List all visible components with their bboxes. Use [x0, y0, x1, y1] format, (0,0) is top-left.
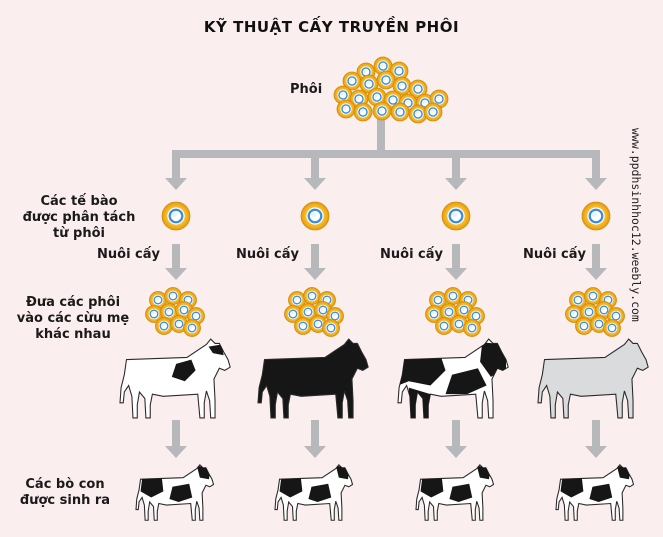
surrogate-cow-1 [119, 338, 231, 419]
embryo-cluster-2 [284, 287, 344, 337]
embryo-cell-19 [390, 102, 410, 122]
culture-arrow-2 [304, 244, 326, 280]
branch-arrow-3 [445, 154, 467, 190]
cluster-cell [444, 287, 462, 305]
cluster-cell [569, 291, 587, 309]
cluster-cell [164, 287, 182, 305]
birth-arrow-3 [445, 420, 467, 458]
cluster-cell [565, 305, 583, 323]
embryo-label: Phôi [290, 82, 323, 97]
calves-line-1: Các bò con [25, 477, 105, 492]
embryo-cluster-1 [145, 287, 205, 337]
branch-arrow-1 [165, 154, 187, 190]
cluster-cell [603, 319, 621, 337]
transfer-line-3: khác nhau [35, 327, 111, 342]
embryo-cell-5 [359, 74, 379, 94]
separated-cell-1 [161, 201, 191, 231]
embryo-cell-18 [372, 101, 392, 121]
culture-label-3: Nuôi cấy [380, 247, 444, 262]
surrogate-cow-2 [257, 338, 369, 419]
calf-4 [555, 463, 635, 521]
separated-cells-label: Các tế bào được phân tách từ phôi [14, 194, 144, 242]
calf-3 [415, 463, 495, 521]
calves-label: Các bò con được sinh ra [10, 477, 120, 509]
cluster-cell [183, 319, 201, 337]
diagram-title: KỸ THUẬT CẤY TRUYỀN PHÔI [203, 18, 460, 36]
embryo-cluster-3 [425, 287, 485, 337]
cluster-cell [467, 307, 485, 325]
connector-trunk [377, 115, 385, 157]
embryo-cell-7 [392, 76, 412, 96]
separated-cell-2 [300, 201, 330, 231]
cows-layer [119, 338, 649, 521]
calf-1 [135, 463, 215, 521]
birth-arrow-2 [304, 420, 326, 458]
branch-arrow-2 [304, 154, 326, 190]
embryo-cell-3 [389, 61, 409, 81]
separated-cell-4 [581, 201, 611, 231]
embryo-cluster-4 [565, 287, 625, 337]
culture-arrow-1 [165, 244, 187, 280]
embryo-cell-6 [376, 70, 396, 90]
cluster-cell [160, 303, 178, 321]
cluster-cell [440, 303, 458, 321]
cluster-cell [294, 317, 312, 335]
separated-cells-line-3: từ phôi [53, 226, 105, 241]
calf-2 [274, 463, 354, 521]
embryo-cell-11 [367, 87, 387, 107]
calves-line-2: được sinh ra [19, 493, 111, 508]
culture-label-1: Nuôi cấy [97, 247, 161, 262]
transfer-line-1: Đưa các phôi [25, 295, 121, 310]
cells-layer [145, 56, 625, 337]
cluster-cell [145, 305, 163, 323]
separated-cells-line-1: Các tế bào [40, 194, 118, 209]
arrows-layer [165, 115, 607, 458]
embryo-cell-4 [342, 71, 362, 91]
transfer-line-2: vào các cừu mẹ [16, 311, 130, 326]
cluster-cell [288, 291, 306, 309]
transfer-label: Đưa các phôi vào các cừu mẹ khác nhau [8, 295, 138, 343]
embryo-cell-8 [408, 79, 428, 99]
cluster-cell [322, 319, 340, 337]
cluster-cell [425, 305, 443, 323]
cluster-cell [463, 319, 481, 337]
embryo-cell-21 [423, 102, 443, 122]
separated-cells-line-2: được phân tách [22, 210, 136, 225]
embryo-cell-20 [408, 104, 428, 124]
birth-arrow-4 [585, 420, 607, 458]
watermark: www.ppdhsinhhoc12.weebly.com [629, 128, 643, 322]
culture-arrow-3 [445, 244, 467, 280]
culture-arrow-4 [585, 244, 607, 280]
culture-label-4: Nuôi cấy [523, 247, 587, 262]
cluster-cell [584, 287, 602, 305]
separated-cell-3 [441, 201, 471, 231]
surrogate-cow-3 [397, 338, 509, 419]
embryo-cell-9 [333, 85, 353, 105]
branch-arrow-4 [585, 154, 607, 190]
culture-label-2: Nuôi cấy [236, 247, 300, 262]
connector-bar [172, 150, 600, 158]
embryo-cluster [333, 56, 449, 124]
cluster-cell [155, 317, 173, 335]
cluster-cell [435, 317, 453, 335]
cluster-cell [303, 287, 321, 305]
birth-arrow-1 [165, 420, 187, 458]
surrogate-cow-4 [537, 338, 649, 419]
embryo-cell-17 [353, 102, 373, 122]
embryo-cell-16 [336, 99, 356, 119]
cluster-cell [575, 317, 593, 335]
cluster-cell [149, 291, 167, 309]
